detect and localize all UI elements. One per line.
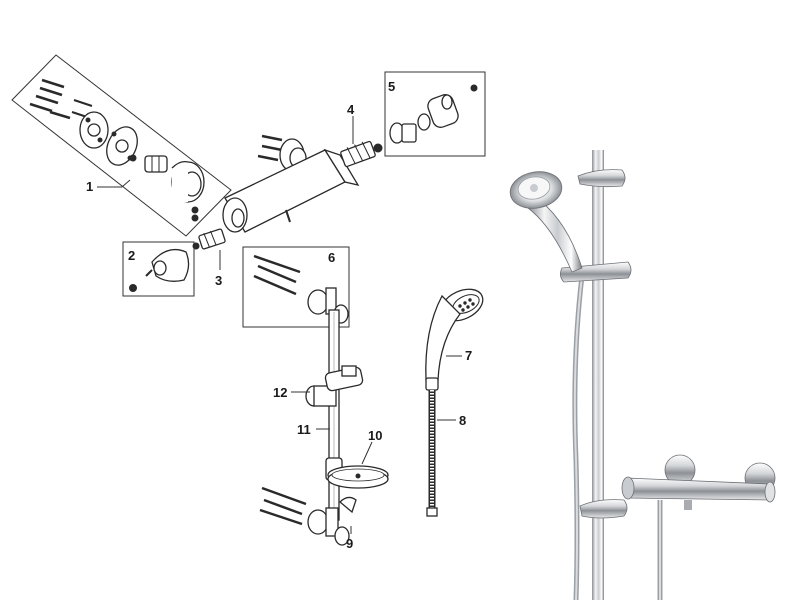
photo-handset: [509, 171, 583, 273]
callout-label-5: 5: [388, 79, 395, 94]
callout-box-5: [384, 71, 486, 157]
connector-nut: [144, 155, 168, 173]
callout-label-9: 9: [346, 536, 353, 551]
screw-set-1: [29, 78, 93, 120]
shower-hose: [426, 390, 438, 517]
callout-label-2: 2: [128, 248, 135, 263]
callout-label-3: 3: [215, 273, 222, 288]
shroud: [171, 160, 205, 203]
soap-dish: [325, 457, 389, 489]
callout-box-1: [11, 54, 232, 237]
shower-handset: [425, 288, 484, 391]
product-photo: [509, 150, 776, 600]
slider-bracket: [305, 365, 364, 407]
callout-box-2: [122, 241, 195, 297]
escutcheon: [106, 126, 138, 166]
riser-rail: [328, 309, 340, 521]
callout-label-4: 4: [347, 102, 355, 117]
callout-label-6: 6: [328, 250, 335, 265]
temperature-cartridge: [192, 228, 226, 250]
callout-label-12: 12: [273, 385, 287, 400]
flow-cartridge: [340, 140, 383, 168]
thermostatic-valve-body: [222, 134, 360, 233]
callout-label-1: 1: [86, 179, 93, 194]
callout-label-7: 7: [465, 348, 472, 363]
photo-valve: [621, 454, 776, 600]
callout-label-11: 11: [297, 422, 311, 437]
callout-label-10: 10: [368, 428, 382, 443]
callout-label-8: 8: [459, 413, 466, 428]
wall-plate: [79, 111, 109, 149]
bottom-wall-bracket: [259, 486, 357, 546]
